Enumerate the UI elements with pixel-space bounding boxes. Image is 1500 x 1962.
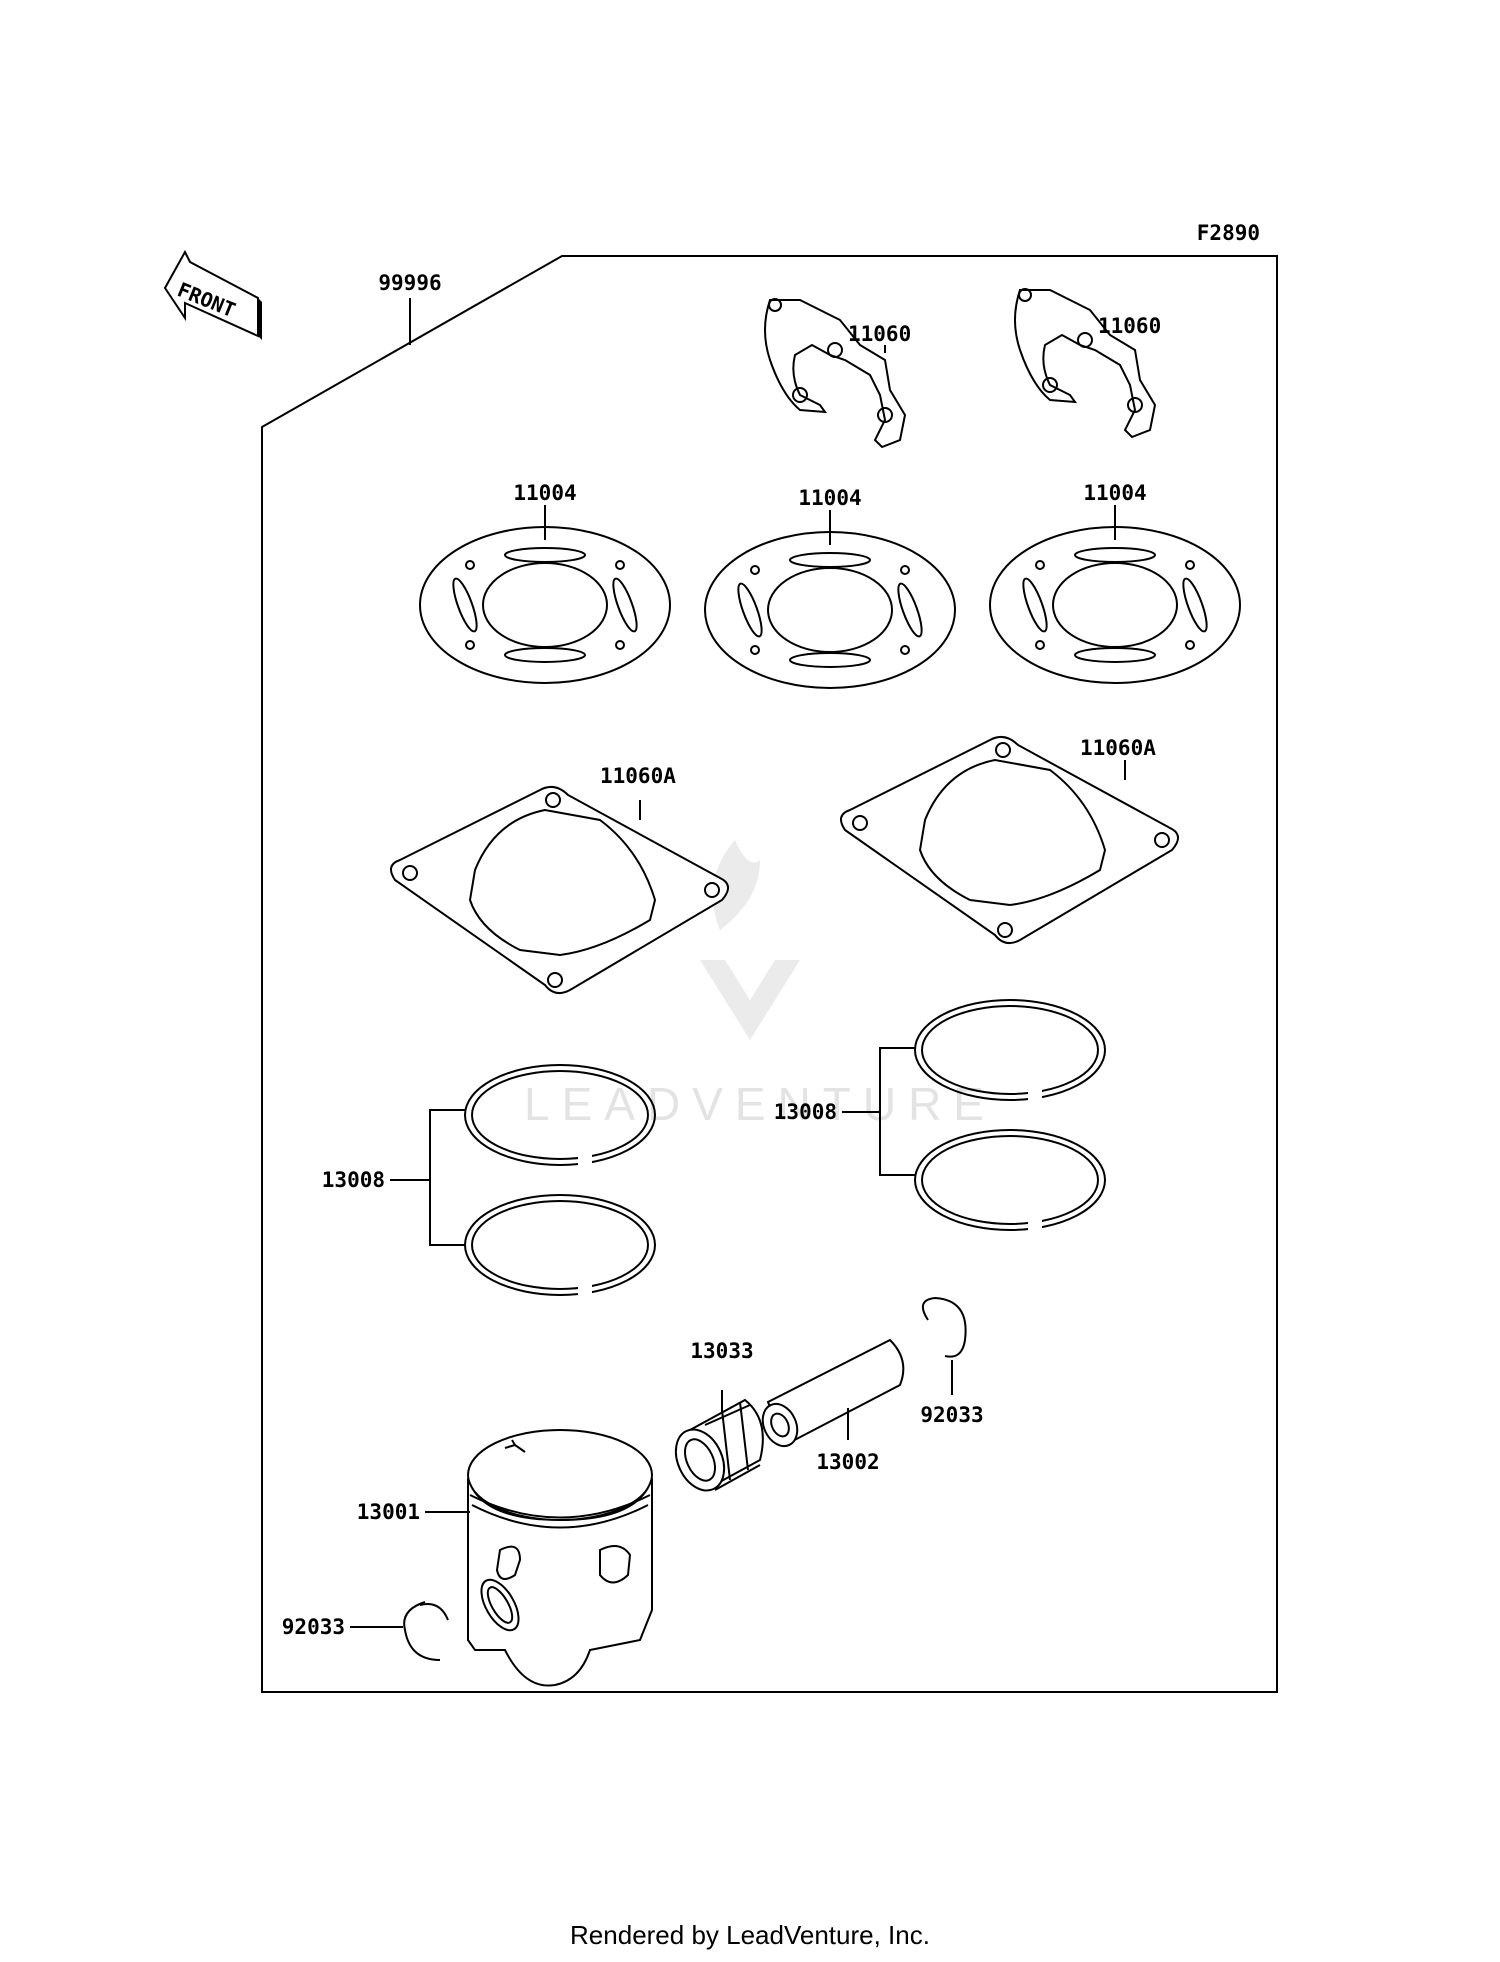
- callout-92033-left: 92033: [282, 1615, 345, 1639]
- callout-99996: 99996: [378, 271, 441, 295]
- watermark: LEADVENTURE: [524, 840, 996, 1130]
- callout-11060-left: 11060: [848, 322, 911, 346]
- callout-11004-1: 11004: [513, 481, 576, 505]
- gasket-11060-left: [764, 298, 907, 449]
- callout-11004-2: 11004: [798, 486, 861, 510]
- piston-pin-13002: [761, 1338, 905, 1448]
- kit-frame: [261, 255, 1278, 1693]
- watermark-text: LEADVENTURE: [524, 1078, 996, 1130]
- callout-11060a-1: 11060A: [600, 764, 676, 788]
- gasket-11060-right: [1014, 288, 1157, 439]
- head-gasket-11004-2: [704, 510, 956, 689]
- circlip-92033-right: [921, 1296, 967, 1395]
- needle-bearing-13033: [674, 1390, 764, 1492]
- head-gasket-11004-1: [419, 505, 671, 684]
- callout-13008-right: 13008: [774, 1100, 837, 1124]
- front-arrow-icon: FRONT: [163, 249, 262, 340]
- head-gasket-11004-3: [989, 505, 1241, 684]
- base-gasket-11060a-1: [390, 785, 729, 995]
- callout-11004-3: 11004: [1083, 481, 1146, 505]
- footer-credit: Rendered by LeadVenture, Inc.: [570, 1920, 930, 1950]
- figure-code: F2890: [1197, 221, 1260, 245]
- callout-13008-left: 13008: [322, 1168, 385, 1192]
- callout-92033-right: 92033: [920, 1403, 983, 1427]
- callout-11060a-2: 11060A: [1080, 736, 1156, 760]
- callout-11060-right: 11060: [1098, 314, 1161, 338]
- piston-rings-13008-right: [842, 999, 1106, 1236]
- callout-13001: 13001: [357, 1500, 420, 1524]
- callout-13002: 13002: [816, 1450, 879, 1474]
- piston-rings-13008-left: [390, 1064, 656, 1301]
- base-gasket-11060a-2: [840, 735, 1179, 945]
- circlip-92033-left: [350, 1601, 449, 1661]
- callout-13033: 13033: [690, 1339, 753, 1363]
- piston-13001: [425, 1429, 653, 1687]
